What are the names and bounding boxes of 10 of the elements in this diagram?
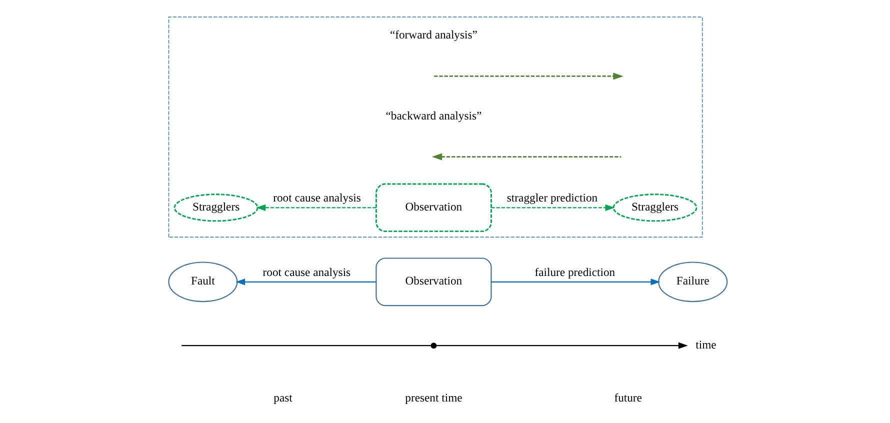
label: future bbox=[614, 392, 642, 405]
edge-label: root cause analysis bbox=[262, 266, 351, 279]
edge-label: straggler prediction bbox=[506, 192, 598, 205]
label: time bbox=[696, 338, 716, 352]
legend-label: “backward analysis” bbox=[386, 109, 482, 122]
edge-label: failure prediction bbox=[534, 266, 616, 279]
legend-label: “forward analysis” bbox=[390, 28, 478, 42]
label: present time bbox=[405, 392, 462, 405]
label: past bbox=[274, 392, 292, 405]
edge-label: root cause analysis bbox=[273, 192, 361, 205]
